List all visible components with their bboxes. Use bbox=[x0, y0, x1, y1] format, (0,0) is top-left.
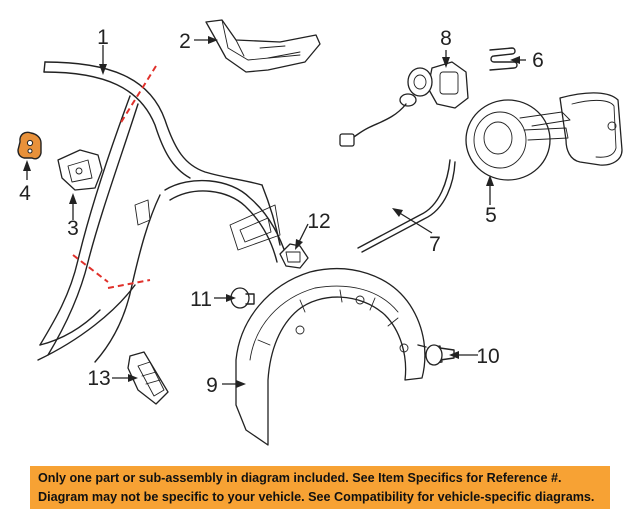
callout-7: 7 bbox=[429, 233, 441, 256]
latch-bracket bbox=[57, 149, 103, 191]
reinforcement-bracket bbox=[205, 19, 321, 73]
vent-valve bbox=[127, 351, 169, 405]
arrowheads bbox=[23, 36, 520, 388]
callout-13: 13 bbox=[87, 367, 110, 390]
spring-clip bbox=[489, 47, 518, 71]
support-rod bbox=[357, 159, 456, 253]
cut-lines bbox=[72, 65, 157, 289]
disclaimer-line-2: Diagram may not be specific to your vehi… bbox=[38, 490, 595, 504]
callout-8: 8 bbox=[440, 27, 452, 50]
callout-4: 4 bbox=[19, 182, 31, 205]
callout-9: 9 bbox=[206, 374, 218, 397]
highlighted-retainer bbox=[17, 131, 42, 160]
callout-labels: 1 2 3 4 5 6 7 8 9 10 11 12 13 bbox=[19, 26, 544, 397]
wheelhouse-liner bbox=[235, 268, 426, 446]
callout-2: 2 bbox=[179, 30, 191, 53]
callout-10: 10 bbox=[476, 345, 499, 368]
callout-3: 3 bbox=[67, 217, 79, 240]
clip-nut bbox=[279, 243, 309, 269]
disclaimer-banner: Only one part or sub-assembly in diagram… bbox=[30, 466, 610, 509]
fuel-door-housing bbox=[465, 92, 623, 181]
door-actuator bbox=[339, 61, 469, 147]
callout-12: 12 bbox=[307, 210, 330, 233]
quarter-panel bbox=[37, 61, 289, 363]
callout-6: 6 bbox=[532, 49, 544, 72]
disclaimer-line-1: Only one part or sub-assembly in diagram… bbox=[38, 471, 562, 485]
callout-11: 11 bbox=[190, 288, 212, 311]
callout-1: 1 bbox=[97, 26, 109, 49]
callout-5: 5 bbox=[485, 204, 497, 227]
